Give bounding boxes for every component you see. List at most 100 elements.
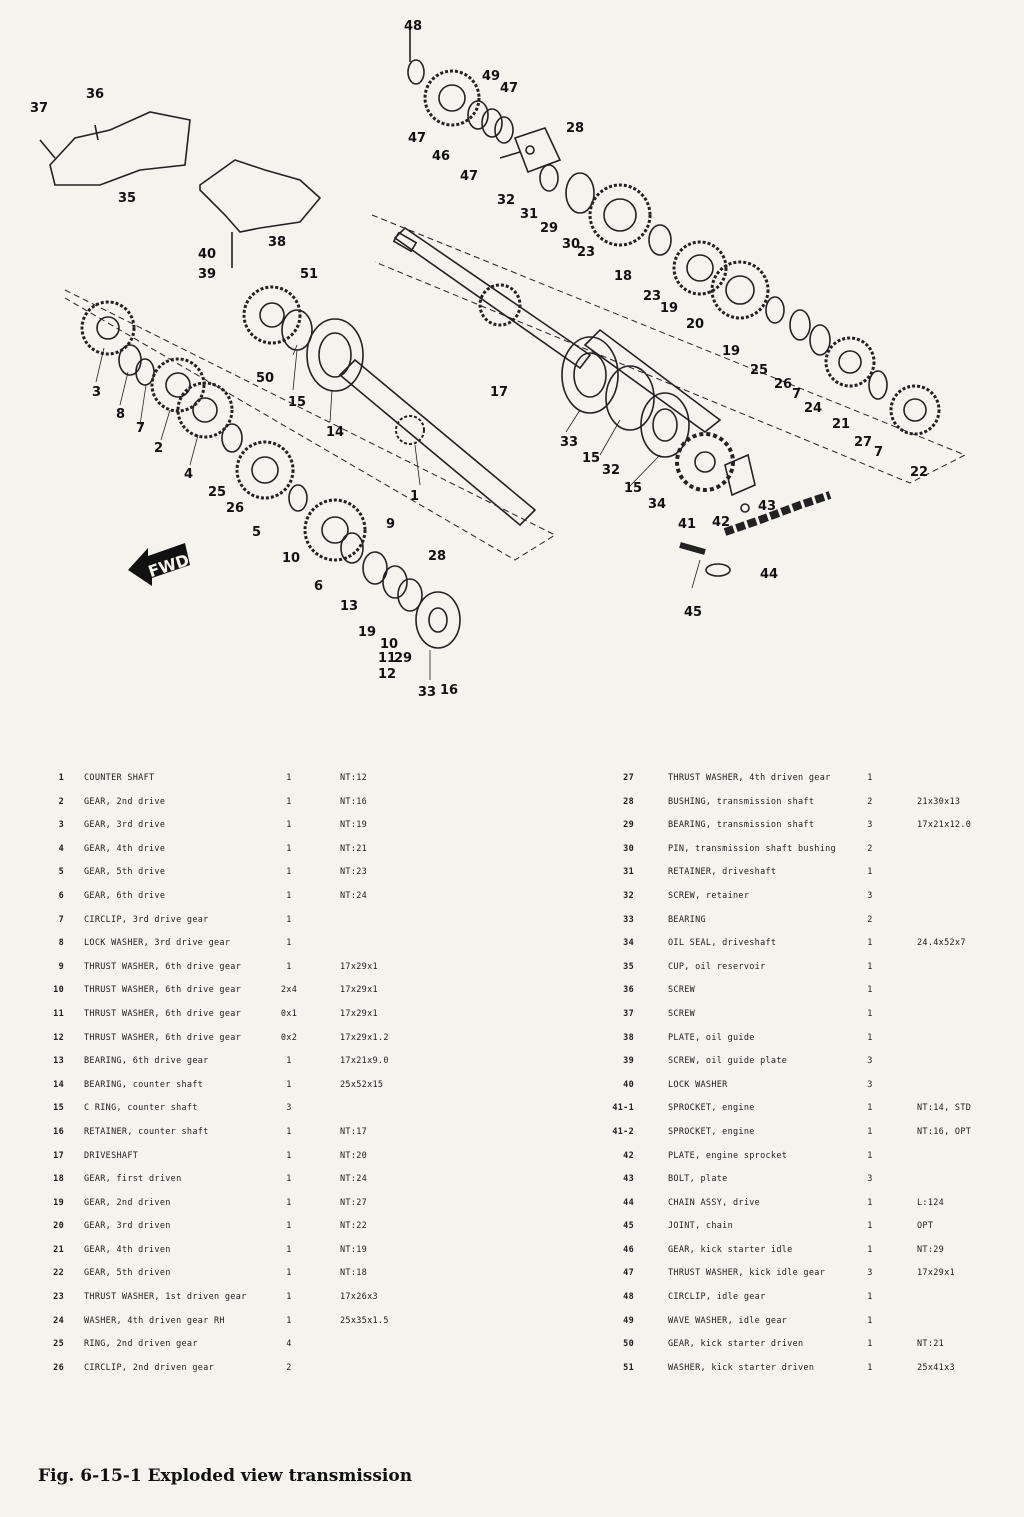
callout: 3 [92, 385, 101, 400]
callout: 47 [460, 169, 478, 184]
callout: 51 [300, 267, 318, 282]
callout: 31 [520, 207, 538, 222]
part-remarks: NT:17 [340, 1126, 368, 1137]
part-number: 38 [623, 1032, 634, 1043]
callout: 40 [198, 247, 216, 262]
part-number: 39 [623, 1056, 634, 1067]
part-number: 33 [623, 914, 634, 925]
callout: 46 [432, 149, 450, 164]
part-quantity: 1 [286, 1126, 292, 1137]
part-remarks: L:124 [917, 1197, 945, 1208]
part-number: 32 [623, 890, 634, 901]
part-number: 31 [623, 867, 634, 878]
part-number: 40 [623, 1079, 634, 1090]
part-description: CIRCLIP, 3rd drive gear [84, 914, 209, 925]
callout: 26 [774, 377, 792, 392]
callout: 34 [648, 497, 666, 512]
part-remarks: 25x35x1.5 [340, 1315, 389, 1326]
part-remarks: NT:19 [340, 1244, 368, 1255]
callout: 29 [540, 221, 558, 236]
part-number: 10 [53, 985, 64, 996]
callout: 10 [380, 637, 398, 652]
part-quantity: 1 [286, 1315, 292, 1326]
callout: 23 [577, 245, 595, 260]
part-description: RETAINER, counter shaft [84, 1126, 209, 1137]
kick-idle-gear-group [407, 28, 562, 174]
part-description: OIL SEAL, driveshaft [668, 938, 777, 949]
part-remarks: NT:24 [340, 1174, 368, 1185]
part-quantity: 2 [867, 843, 873, 854]
part-description: PLATE, oil guide [668, 1032, 755, 1043]
part-remarks: 17x21x9.0 [340, 1056, 389, 1067]
part-number: 18 [53, 1174, 64, 1185]
part-description: GEAR, first driven [84, 1174, 182, 1185]
callout: 27 [854, 435, 872, 450]
part-quantity: 2 [286, 1362, 292, 1373]
part-quantity: 1 [286, 867, 292, 878]
part-number: 37 [623, 1008, 634, 1019]
callout: 28 [566, 121, 584, 136]
callout: 2 [154, 441, 163, 456]
callout: 50 [256, 371, 274, 386]
part-quantity: 1 [867, 1339, 873, 1350]
part-number: 3 [58, 820, 64, 831]
part-description: BEARING, 6th drive gear [84, 1056, 209, 1067]
callout: 15 [582, 451, 600, 466]
part-number: 43 [623, 1174, 634, 1185]
callout: 47 [408, 131, 426, 146]
part-number: 8 [58, 938, 64, 949]
part-description: GEAR, 3rd driven [84, 1221, 171, 1232]
part-number: 16 [53, 1126, 64, 1137]
part-description: THRUST WASHER, 6th drive gear [84, 1032, 242, 1043]
callout: 7 [874, 445, 883, 460]
part-number: 23 [53, 1292, 64, 1303]
part-description: GEAR, 2nd driven [84, 1197, 171, 1208]
part-quantity: 1 [867, 1244, 873, 1255]
part-number: 1 [58, 773, 64, 783]
part-number: 14 [53, 1079, 64, 1090]
part-number: 6 [58, 890, 64, 901]
drive-chain [679, 491, 832, 577]
part-quantity: 1 [867, 1126, 873, 1137]
callout: 26 [226, 501, 244, 516]
callout-numbers: 48 49 47 47 46 47 28 32 31 29 30 23 18 2… [30, 19, 928, 700]
callout: 28 [428, 549, 446, 564]
part-remarks: 25x41x3 [917, 1362, 955, 1373]
part-description: GEAR, 3rd drive [84, 820, 166, 831]
part-quantity: 1 [286, 1221, 292, 1232]
part-quantity: 1 [286, 1197, 292, 1208]
part-quantity: 1 [867, 867, 873, 878]
part-quantity: 1 [286, 961, 292, 972]
callout: 22 [910, 465, 928, 480]
callout: 4 [184, 467, 193, 482]
part-quantity: 3 [867, 890, 873, 901]
part-quantity: 1 [286, 773, 292, 783]
callout: 33 [560, 435, 578, 450]
part-description: GEAR, 4th driven [84, 1244, 171, 1255]
part-quantity: 1 [867, 1197, 873, 1208]
part-description: THRUST WASHER, 6th drive gear [84, 961, 242, 972]
part-remarks: 17x26x3 [340, 1292, 378, 1303]
part-remarks: NT:21 [340, 843, 368, 854]
part-description: BEARING, transmission shaft [668, 820, 815, 831]
